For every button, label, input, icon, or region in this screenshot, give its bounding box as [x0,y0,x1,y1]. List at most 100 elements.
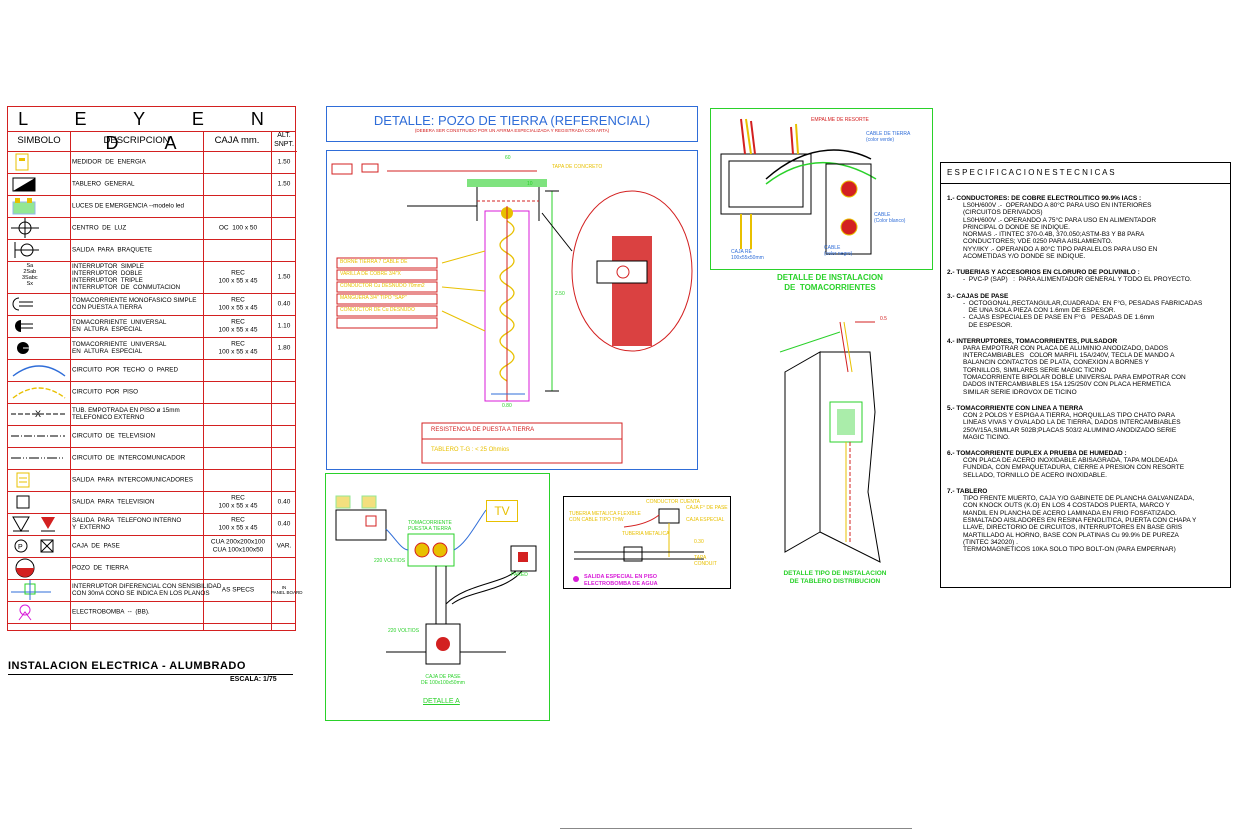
legend-row-description: TOMACORRIENTE UNIVERSAL EN ALTURA ESPECI… [72,319,167,333]
pump-label-0: CONDUCTOR CUENTA [646,499,700,505]
legend-row: SALIDA PARA TELEFONO INTERNO Y EXTERNO RE… [8,513,295,536]
legend-row-description: CAJA DE PASE [72,542,120,550]
ceiling-circuit-icon [8,359,70,381]
spec-body: TIPO FRENTE MUERTO, CAJA Y/O GABINETE DE… [963,495,1197,554]
outlet-special-2-icon [8,337,70,359]
spec-body: CON 2 POLOS Y ESPIGA A TIERRA, HORQUILLA… [963,411,1181,441]
ground-well-dim-0: 60 [505,155,511,161]
ceiling-light-icon [8,217,70,239]
spec-body: LS0H/600V .- OPERANDO A 80°C PARA USO EN… [963,202,1158,261]
legend-row: SALIDA PARA INTERCOMUNICADORES [8,469,295,492]
spec-heading: 5.- TOMACORRIENTE CON LINEA A TIERRA [947,404,1084,412]
ground-well-item-0: TAPA DE CONCRETO [552,164,603,170]
pump-label-2: CAJA F° DE PASE [686,505,728,511]
board-install-detail: 0.5 [760,312,930,572]
legend-row-height: 1.10 [277,322,291,330]
legend-row-height: 0.40 [277,300,291,308]
legend-row-box: REC 100 x 55 x 45 [218,340,258,356]
legend-row: TOMACORRIENTE UNIVERSAL EN ALTURA ESPECI… [8,337,295,360]
ground-well-item-1: BORNE TIERRA 7 CABLE DE [340,259,408,265]
legend-row-description: CIRCUITO POR TECHO O PARED [72,366,179,374]
legend-row-height: 1.80 [277,344,291,352]
junction-box-icon: P [8,535,70,557]
legend-row-description: INTERRUPTOR DIFERENCIAL CON SENSIBILIDAD… [72,583,222,597]
ground-well-title-box: DETALLE: POZO DE TIERRA (REFERENCIAL) (D… [326,106,698,142]
legend-row-description: SALIDA PARA TELEFONO INTERNO Y EXTERNO [72,517,182,531]
legend-row-description: SALIDA PARA TELEVISION [72,498,155,506]
intercom-outlet-icon [8,469,70,491]
spec-heading: 4.- INTERRUPTORES, TOMACORRIENTES, PULSA… [947,337,1118,345]
ground-well-subtitle: (DEBERA SER CONSTRUIDO POR UN AFIRMA ESP… [414,128,610,133]
legend-table: L E Y E N D A SIMBOLO DESCRIPCION CAJA m… [7,106,303,631]
legend-row-box: CUA 200x200x100 CUA 100x100x50 [210,538,266,554]
legend-row-description: CENTRO DE LUZ [72,224,127,232]
legend-header-height: ALT. SNPT. [271,131,297,152]
pump-outlet-detail: CONDUCTOR CUENTA TUBERIA METALICA FLEXIB… [563,496,731,589]
floor-pipe-icon: X [8,403,70,425]
legend-row-description: MEDIDOR DE ENERGIA [72,158,146,166]
spec-body: - PVC-P (SAP) : PARA ALIMENTADOR GENERAL… [963,276,1192,284]
legend-row-description: TABLERO GENERAL [72,180,135,188]
technical-specifications: E S P E C I F I C A C I O N E S T E C N … [940,162,1231,588]
detail-a-label-3: CAJA DE PASE DE 100x100x50mm [421,674,465,686]
sheet-border [560,828,912,829]
tv-circuit-icon [8,425,70,447]
legend-row-height: 1.50 [277,180,291,188]
wall-bracket-icon [8,239,70,261]
spec-body: - OCTOGONAL,RECTANGULAR,CUADRADA: EN F°G… [963,299,1203,329]
legend-row-description: ELECTROBOMBA -- (BB). [72,608,150,616]
switch-icon: Sa 2Sab 3Sabc Sx [22,263,38,287]
legend-row-height: 0.40 [277,498,291,506]
board-install-drawing [779,321,881,563]
specs-sections: 1.- CONDUCTORES: DE COBRE ELECTROLITICO … [941,184,1230,553]
legend-row-description: CIRCUITO DE INTERCOMUNICADOR [72,454,186,462]
ground-well-resistance-value: TABLERO T-G : < 25 Ohmios [431,447,510,453]
legend-row-height: 1.50 [277,273,291,281]
legend-row-box: OC 100 x 50 [218,224,258,232]
ground-well-dim-1: 10 [527,181,533,187]
board-label-0: 0.5 [880,316,887,322]
legend-row-box: REC 100 x 55 x 45 [218,516,258,532]
legend-header-description: DESCRIPCION [70,131,203,152]
detail-a-title: DETALLE A [423,698,460,705]
legend-row-box: REC 100 x 55 x 45 [218,296,258,312]
ground-well-title: DETALLE: POZO DE TIERRA (REFERENCIAL) [373,113,651,128]
legend-row-height: VAR. [276,542,292,550]
phone-outlet-icon [8,513,70,535]
tv-outlet-icon [8,491,70,513]
outlet-label-4: CAJA RE 100x55x50mm [731,249,764,261]
legend-row-box: REC 100 x 55 x 45 [218,269,258,285]
outlet-special-icon [8,315,70,337]
legend-row-height: 0.40 [277,520,291,528]
legend-row-description: TOMACORRIENTE MONOFASICO SIMPLE CON PUES… [72,297,197,311]
emergency-light-icon [8,195,70,217]
legend-row: INTERRUPTOR DIFERENCIAL CON SENSIBILIDAD… [8,579,303,602]
pump-label-1: TUBERIA METALICA FLEXIBLE CON CABLE TIPO… [569,511,641,523]
svg-text:P: P [18,544,23,551]
detail-a-drawing [335,495,537,665]
ground-well-item-5: CONDUCTOR DE Cu DESNUDO [340,307,415,313]
legend-row-description: SALIDA PARA INTERCOMUNICADORES [72,476,193,484]
spec-body: PARA EMPOTRAR CON PLACA DE ALUMINIO ANOD… [963,344,1186,396]
detail-a: TV TOMACORRIENTE PUESTA A TIERRA 220 VOL… [325,473,550,721]
pump-outlet-drawing [573,508,704,582]
intercom-circuit-icon [8,447,70,469]
legend-row: P CAJA DE PASE CUA 200x200x100 CUA 100x100… [8,535,295,558]
ground-well-drawing [331,163,693,464]
ground-well-item-3: CONDUCTOR Cu DESNUDO 70mm2 [340,283,425,289]
outlet-label-3: CABLE (color negro) [824,245,853,257]
pump-label-6: TAPA CONDUIT [694,555,717,567]
legend-row: TOMACORRIENTE UNIVERSAL EN ALTURA ESPECI… [8,315,295,338]
meter-icon [8,151,70,173]
spec-heading: 7.- TABLERO [947,488,988,496]
ground-well-dim-3: 2.50 [555,291,565,297]
pump-label-5: 0.30 [694,539,704,545]
legend-title: L E Y E N D A [8,107,295,153]
specs-title: E S P E C I F I C A C I O N E S T E C N … [941,163,1230,184]
ground-well-item-2: VARILLA DE COBRE 3/4"X [340,271,401,277]
legend-row: CIRCUITO POR TECHO O PARED [8,359,295,382]
spec-heading: 6.- TOMACORRIENTE DUPLEX A PRUEBA DE HUM… [947,450,1127,458]
ground-well-item-4: MANGUERA 3/4" TIPO "SAP" [340,295,407,301]
